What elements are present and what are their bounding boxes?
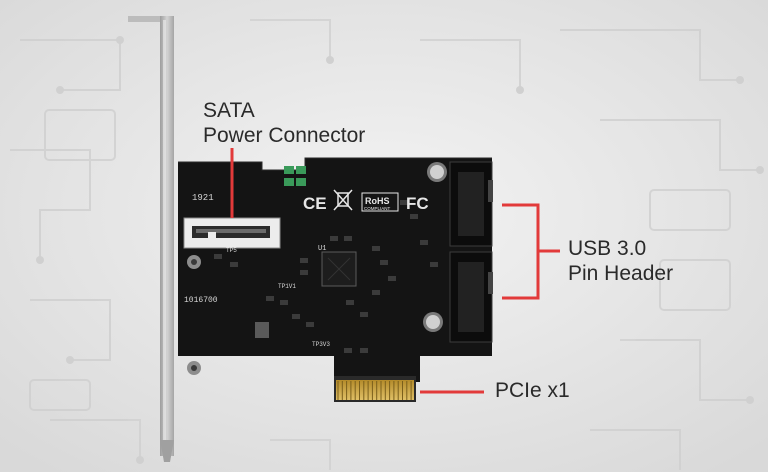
rohs-badge: RoHS COMPLIANT	[361, 192, 399, 212]
sata-power-connector-label: SATA Power Connector	[203, 98, 365, 148]
controller-chip	[321, 251, 357, 287]
model-number: 1016700	[184, 296, 218, 305]
svg-text:RoHS: RoHS	[365, 196, 390, 206]
batch-code: 1921	[192, 193, 214, 203]
usb-pin-header-label: USB 3.0 Pin Header	[568, 236, 673, 286]
circuit-pads	[36, 36, 764, 464]
circuit-pattern	[10, 19, 760, 470]
svg-text:COMPLIANT: COMPLIANT	[364, 206, 391, 211]
pcie-label-text: PCIe x1	[495, 379, 570, 402]
usb-label-line1: USB 3.0	[568, 237, 647, 260]
pcie-label: PCIe x1	[495, 378, 570, 403]
chip-reference: U1	[318, 245, 326, 253]
usb-label-line2: Pin Header	[568, 262, 674, 285]
usb-pin-headers	[449, 161, 493, 343]
ce-mark: CE	[303, 194, 327, 213]
test-point-label: TP5	[226, 247, 237, 254]
test-point-label: TP1V1	[278, 283, 296, 290]
callout-lines	[230, 148, 560, 394]
sata-power-connector	[183, 217, 281, 249]
sata-label-line1: SATA	[203, 99, 255, 122]
test-point-label: TP3V3	[312, 341, 330, 348]
metal-bracket	[128, 16, 174, 462]
sata-label-line2: Power Connector	[203, 124, 366, 147]
fcc-mark: FC	[406, 194, 429, 213]
fuse-components	[284, 166, 306, 186]
mounting-holes	[187, 255, 201, 375]
smd-components	[214, 200, 438, 353]
finger-separators	[337, 381, 412, 400]
capacitors	[255, 162, 447, 338]
weee-icon	[333, 189, 353, 211]
